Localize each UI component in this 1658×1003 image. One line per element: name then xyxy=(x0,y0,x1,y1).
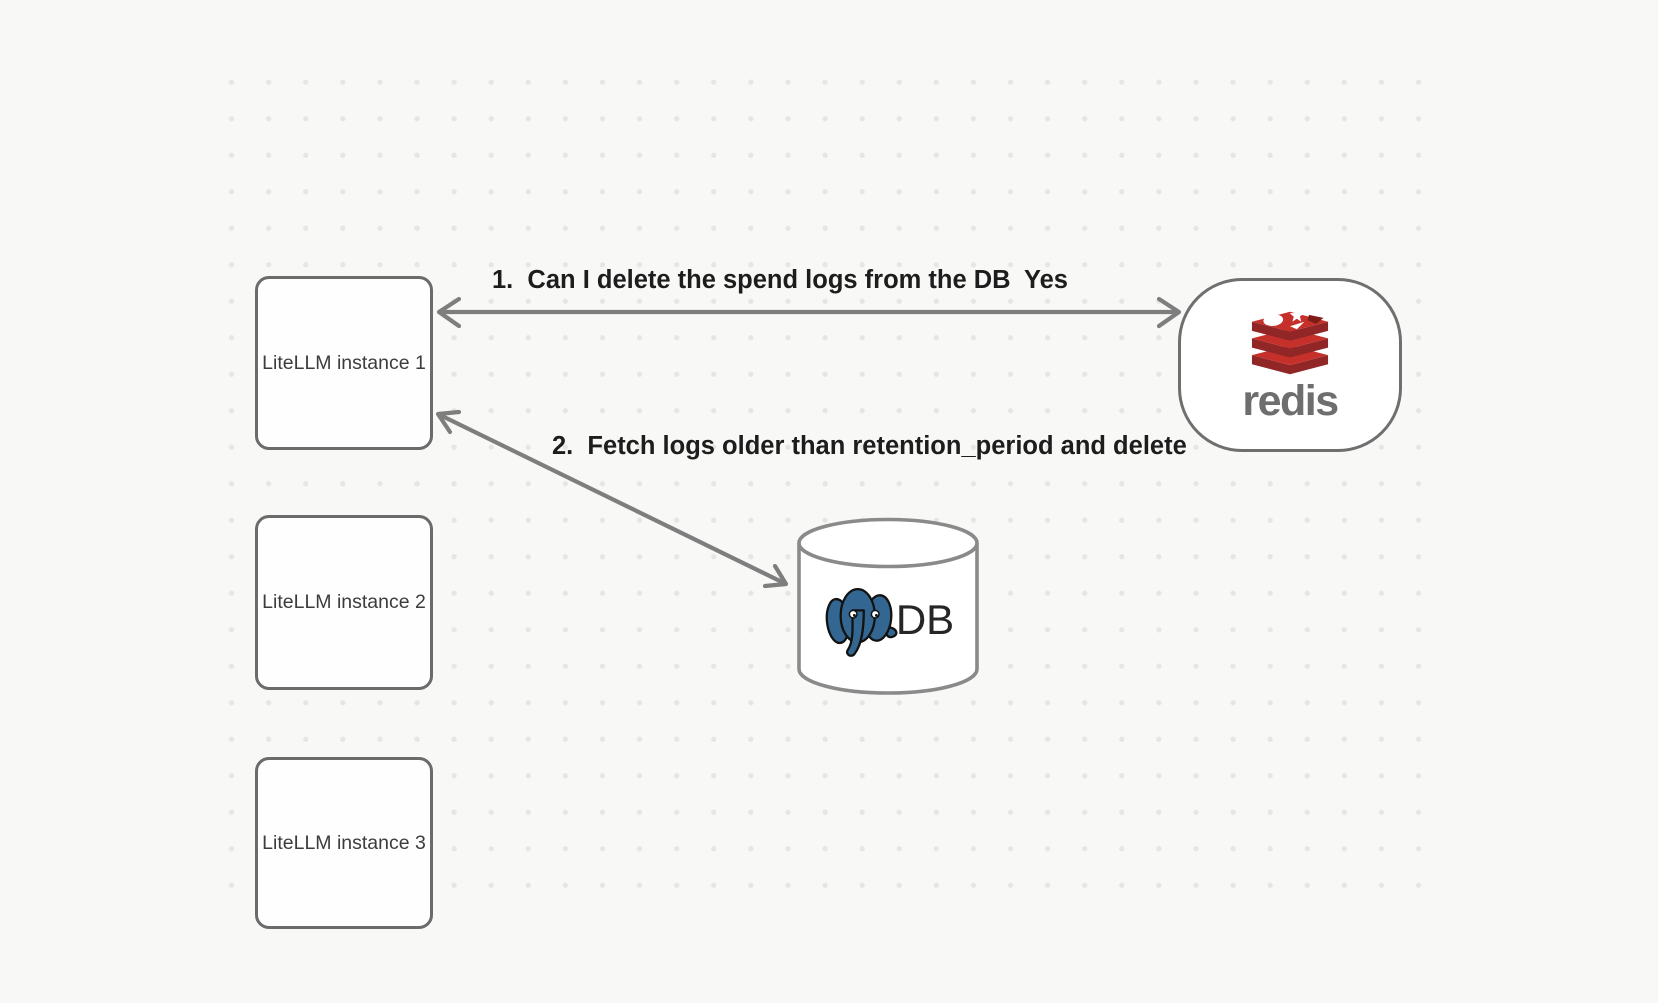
litellm-instance-2-label: LiteLLM instance 2 xyxy=(262,591,426,613)
arrow-2-label[interactable]: 2. Fetch logs older than retention_perio… xyxy=(552,432,1187,460)
db-label: DB xyxy=(895,595,955,643)
redis-logo-icon xyxy=(1251,307,1329,374)
redis-wordmark-label: redis xyxy=(1242,376,1339,425)
arrow-1-response-label[interactable]: Yes xyxy=(1024,266,1068,294)
arrowhead-end-icon xyxy=(762,563,789,589)
litellm-instance-1-node[interactable]: LiteLLM instance 1 xyxy=(255,276,433,450)
litellm-instance-1-label: LiteLLM instance 1 xyxy=(262,351,426,374)
litellm-instance-2-node[interactable]: LiteLLM instance 2 xyxy=(255,515,433,690)
db-cylinder-node[interactable]: DB xyxy=(795,516,981,700)
arrow-litellm1-to-db[interactable] xyxy=(435,409,789,589)
litellm-instance-3-label: LiteLLM instance 3 xyxy=(262,831,426,854)
arrow-1-label[interactable]: 1. Can I delete the spend logs from the … xyxy=(492,266,1011,294)
arrowhead-left-icon xyxy=(436,296,462,329)
arrowhead-start-icon xyxy=(435,409,462,435)
arrow-redis-to-litellm1[interactable] xyxy=(436,296,1182,329)
litellm-instance-3-node[interactable]: LiteLLM instance 3 xyxy=(255,757,433,929)
redis-node[interactable]: redis xyxy=(1178,278,1402,452)
postgresql-logo-icon xyxy=(825,587,898,657)
arrowhead-right-icon xyxy=(1156,296,1182,329)
